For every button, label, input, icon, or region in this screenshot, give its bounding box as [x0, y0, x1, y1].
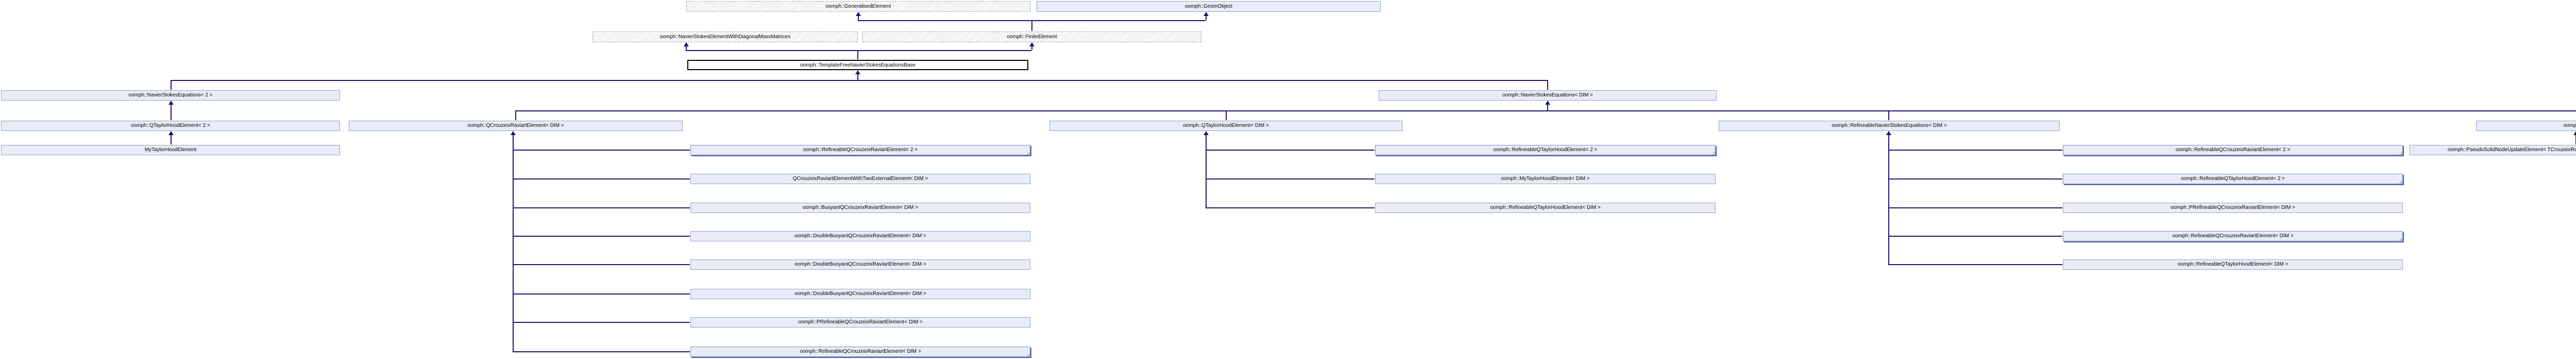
node-oomph-refineableqcrouzeixraviartelement-dim-right[interactable]: oomph::RefineableQCrouzeixRaviartElement… [2063, 231, 2403, 241]
node-oomph-doublebuoyantqcrouzeixraviartelement-dim-1[interactable]: oomph::DoubleBuoyantQCrouzeixRaviartElem… [690, 231, 1030, 241]
inheritance-arrow-icon [684, 42, 689, 46]
node-oomph-qtaylorhoodelement-2[interactable]: oomph::QTaylorHoodElement< 2 > [1, 121, 340, 131]
inheritance-arrow-icon [168, 101, 174, 105]
edge-segment [1206, 134, 1207, 207]
node-oomph-navierstokeselementwithdiagonalmassmatrices[interactable]: oomph::NavierStokesElementWithDiagonalMa… [592, 31, 858, 42]
edge-segment [513, 293, 690, 295]
edge-segment [513, 207, 690, 208]
edge-segment [1206, 150, 1375, 151]
edge-segment [1226, 110, 1227, 120]
edge-segment [1031, 20, 1032, 31]
inheritance-arrow-icon [856, 12, 861, 16]
node-oomph-tcrouzeixraviartelement-dim[interactable]: oomph::TCrouzeixRaviartElement< DIM > [2476, 121, 2576, 131]
inheritance-arrow-icon [1204, 131, 1209, 135]
edge-segment [171, 134, 172, 144]
edge-segment [1031, 45, 1032, 50]
edge-segment [513, 264, 690, 265]
node-oomph-prefineableqcrouzeixraviartelement-dim-right[interactable]: oomph::PRefineableQCrouzeixRaviartElemen… [2063, 203, 2403, 213]
inheritance-arrow-icon [1545, 101, 1550, 105]
edge-segment [858, 20, 1206, 21]
edge-segment [513, 322, 690, 323]
edge-segment [513, 351, 690, 352]
edge-segment [515, 110, 2576, 111]
edge-segment [1888, 134, 1889, 264]
node-oomph-navierstokesequations-2[interactable]: oomph::NavierStokesEquations< 2 > [1, 90, 340, 101]
edge-segment [1206, 15, 1207, 20]
inheritance-arrow-icon [855, 70, 860, 74]
edge-segment [513, 134, 514, 351]
node-mytaylorhoodelement[interactable]: MyTaylorHoodElement [1, 145, 340, 155]
edge-segment [171, 80, 172, 90]
node-oomph-refineablenavierstokesequations-dim[interactable]: oomph::RefineableNavierStokesEquations< … [1719, 121, 2060, 131]
node-oomph-generalisedelement[interactable]: oomph::GeneralisedElement [686, 1, 1030, 12]
edge-segment [1888, 264, 2062, 265]
edge-segment [513, 178, 690, 180]
edge-segment [1547, 104, 1548, 110]
inheritance-arrow-icon [511, 131, 516, 135]
node-oomph-refineableqtaylorhoodelement-dim-mid[interactable]: oomph::RefineableQTaylorHoodElement< DIM… [1375, 203, 1716, 213]
node-qcrouzeixraviartelementwithtwoexternalelement-dim[interactable]: QCrouzeixRaviartElementWithTwoExternalEl… [690, 174, 1030, 184]
edge-segment [1206, 207, 1375, 208]
node-oomph-navierstokesequations-dim[interactable]: oomph::NavierStokesEquations< DIM > [1379, 90, 1717, 101]
edge-segment [1888, 207, 2062, 208]
node-oomph-mytaylorhoodelement-dim[interactable]: oomph::MyTaylorHoodElement< DIM > [1375, 174, 1716, 184]
inheritance-arrow-icon [1029, 42, 1035, 46]
inheritance-arrow-icon [2573, 131, 2576, 135]
edge-segment [1888, 236, 2062, 237]
edge-segment [513, 236, 690, 237]
node-oomph-buoyantqcrouzeixraviartelement-dim[interactable]: oomph::BuoyantQCrouzeixRaviartElement< D… [690, 203, 1030, 213]
edge-segment [858, 15, 859, 20]
node-oomph-qcrouzeixraviartelement-dim[interactable]: oomph::QCrouzeixRaviartElement< DIM > [349, 121, 683, 131]
edge-segment [171, 80, 1547, 81]
node-oomph-refineableqtaylorhoodelement-2-mid[interactable]: oomph::RefineableQTaylorHoodElement< 2 > [1375, 145, 1716, 155]
edge-segment [686, 50, 1031, 51]
node-oomph-prefineableqcrouzeixraviartelement-dim-left[interactable]: oomph::PRefineableQCrouzeixRaviartElemen… [690, 317, 1030, 328]
edge-segment [1547, 80, 1548, 90]
node-oomph-pseudosolidnodeupdateelement-tcrouzeixraviart[interactable]: oomph::PseudoSolidNodeUpdateElement< TCr… [2410, 145, 2576, 155]
node-oomph-refineableqtaylorhoodelement-2-right[interactable]: oomph::RefineableQTaylorHoodElement< 2 > [2063, 174, 2403, 184]
inheritance-arrow-icon [168, 131, 174, 135]
edge-segment [1206, 178, 1375, 180]
node-oomph-refineableqcrouzeixraviartelement-2-left[interactable]: oomph::RefineableQCrouzeixRaviartElement… [690, 145, 1030, 155]
node-oomph-doublebuoyantqcrouzeixraviartelement-dim-3[interactable]: oomph::DoubleBuoyantQCrouzeixRaviartElem… [690, 289, 1030, 299]
edge-segment [857, 73, 858, 80]
edge-segment [515, 110, 516, 120]
edge-segment [1888, 178, 2062, 180]
node-oomph-finiteelement[interactable]: oomph::FiniteElement [862, 31, 1201, 42]
edge-segment [1888, 150, 2062, 151]
inheritance-arrow-icon [1886, 131, 1891, 135]
node-oomph-geomobject[interactable]: oomph::GeomObject [1037, 1, 1381, 12]
edge-segment [1888, 110, 1889, 120]
node-oomph-refineableqcrouzeixraviartelement-2-right[interactable]: oomph::RefineableQCrouzeixRaviartElement… [2063, 145, 2403, 155]
edge-segment [513, 150, 690, 151]
node-oomph-doublebuoyantqcrouzeixraviartelement-dim-2[interactable]: oomph::DoubleBuoyantQCrouzeixRaviartElem… [690, 259, 1030, 270]
node-oomph-qtaylorhoodelement-dim[interactable]: oomph::QTaylorHoodElement< DIM > [1049, 121, 1402, 131]
node-oomph-refineableqtaylorhoodelement-dim-right[interactable]: oomph::RefineableQTaylorHoodElement< DIM… [2063, 259, 2403, 270]
edge-segment [686, 45, 687, 50]
node-oomph-templatefreenavierstokesequationsbase[interactable]: oomph::TemplateFreeNavierStokesEquations… [687, 60, 1028, 70]
node-oomph-refineableqcrouzeixraviartelement-dim-left[interactable]: oomph::RefineableQCrouzeixRaviartElement… [690, 347, 1030, 357]
inheritance-arrow-icon [1204, 12, 1209, 16]
edge-segment [171, 104, 172, 120]
edge-segment [857, 50, 858, 59]
